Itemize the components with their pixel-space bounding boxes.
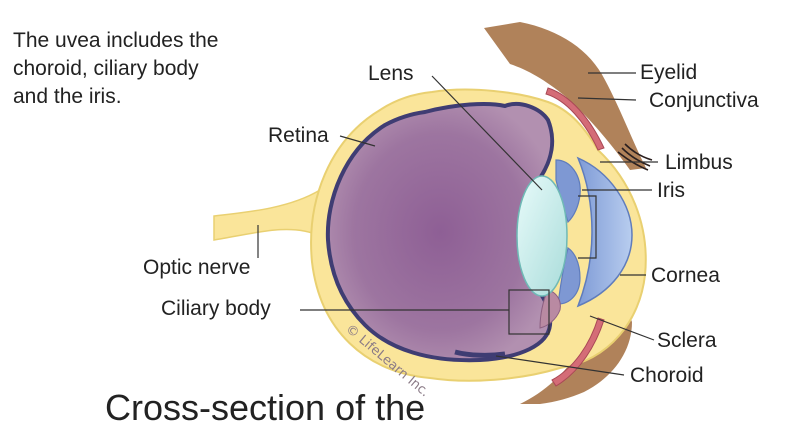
caption-line-3: and the iris. — [13, 83, 293, 111]
label-lens: Lens — [368, 62, 414, 86]
label-retina: Retina — [268, 124, 329, 148]
label-iris: Iris — [657, 179, 685, 203]
label-limbus: Limbus — [665, 151, 733, 175]
uvea-caption: The uvea includes the choroid, ciliary b… — [13, 27, 293, 111]
cropped-heading: Cross-section of the — [105, 388, 425, 428]
label-cornea: Cornea — [651, 264, 720, 288]
label-optic-nerve: Optic nerve — [143, 256, 250, 280]
label-conjunctiva: Conjunctiva — [649, 89, 759, 113]
caption-line-2: choroid, ciliary body — [13, 55, 293, 83]
caption-line-1: The uvea includes the — [13, 27, 293, 55]
lens — [517, 176, 567, 296]
label-ciliary-body: Ciliary body — [161, 297, 271, 321]
eye-cross-section-diagram: © LifeLearn Inc. The uvea includes the c… — [0, 0, 802, 406]
label-eyelid: Eyelid — [640, 61, 697, 85]
label-sclera: Sclera — [657, 329, 717, 353]
label-choroid: Choroid — [630, 364, 704, 388]
